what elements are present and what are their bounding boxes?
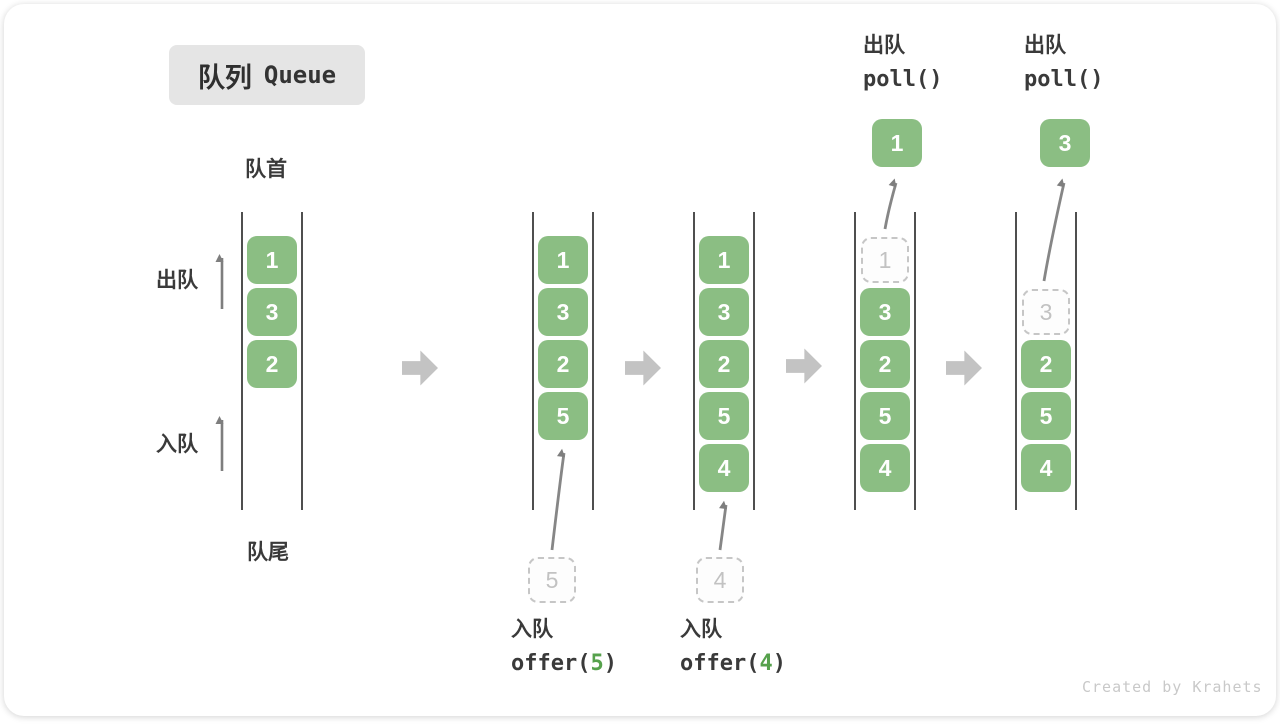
label-queue-front: 队首 [245,158,287,181]
arrows-overlay [215,178,1066,551]
label-queue-rear: 队尾 [247,541,289,564]
queue-channel-1 [241,212,303,510]
queue4-item: 4 [860,444,910,492]
queue3-item: 3 [699,288,749,336]
op-poll-1-label: 出队 [863,34,905,57]
op-poll-1: 出队 poll() [863,35,942,91]
op-enqueue-5-code: offer(5) [511,651,617,676]
queue4-item: 5 [860,392,910,440]
queue3-item: 1 [699,236,749,284]
step-arrow-icon [786,348,822,384]
queue2-item: 1 [538,236,588,284]
title-zh: 队列 [197,62,252,93]
queue2-item: 3 [538,288,588,336]
queue4-item: 2 [860,340,910,388]
queue4-polled-ghost: 1 [861,237,909,283]
queue-channel-5 [1015,212,1077,510]
queue-channel-2 [532,212,594,510]
op-enqueue-4: 入队 offer(4) [680,619,786,675]
queue5-item: 4 [1021,444,1071,492]
queue2-incoming-ghost: 5 [528,557,576,603]
op-enqueue-4-code: offer(4) [680,651,786,676]
queue1-item: 3 [247,288,297,336]
op-enqueue-4-label: 入队 [680,618,722,641]
queue3-item: 4 [699,444,749,492]
queue5-item: 5 [1021,392,1071,440]
queue5-polled-ghost: 3 [1022,289,1070,335]
queue-channel-3 [693,212,755,510]
queue3-incoming-ghost: 4 [696,557,744,603]
op-enqueue-5-arg: 5 [590,651,604,676]
label-enqueue-side: 入队 [156,433,198,456]
op-poll-2-label: 出队 [1024,34,1066,57]
step-arrow-icon [402,350,438,386]
queue1-item: 2 [247,340,297,388]
title-en: Queue [263,61,337,89]
label-dequeue-side: 出队 [156,269,198,292]
op-poll-2-code: poll() [1024,67,1104,92]
queue4-item: 3 [860,288,910,336]
queue4-poll-result: 1 [872,119,922,167]
queue5-poll-result: 3 [1040,119,1090,167]
op-enqueue-5-label: 入队 [511,618,553,641]
queue-diagram: 队列 Queue 队首 队尾 出队 入队 1 3 2 1 3 2 5 5 1 3… [4,4,1276,716]
queue1-item: 1 [247,236,297,284]
op-poll-2: 出队 poll() [1024,35,1103,91]
queue3-item: 2 [699,340,749,388]
queue3-item: 5 [699,392,749,440]
queue-channel-4 [854,212,916,510]
watermark: Created by Krahets [1082,678,1263,696]
op-poll-1-code: poll() [863,67,943,92]
queue5-item: 2 [1021,340,1071,388]
step-arrow-icon [946,350,982,386]
queue2-item: 2 [538,340,588,388]
step-arrow-icon [625,350,661,386]
op-enqueue-4-arg: 4 [759,651,773,676]
enqueue-4-arrow-icon [718,500,728,551]
op-enqueue-5: 入队 offer(5) [511,619,617,675]
queue2-item: 5 [538,392,588,440]
title-badge: 队列 Queue [169,45,365,105]
